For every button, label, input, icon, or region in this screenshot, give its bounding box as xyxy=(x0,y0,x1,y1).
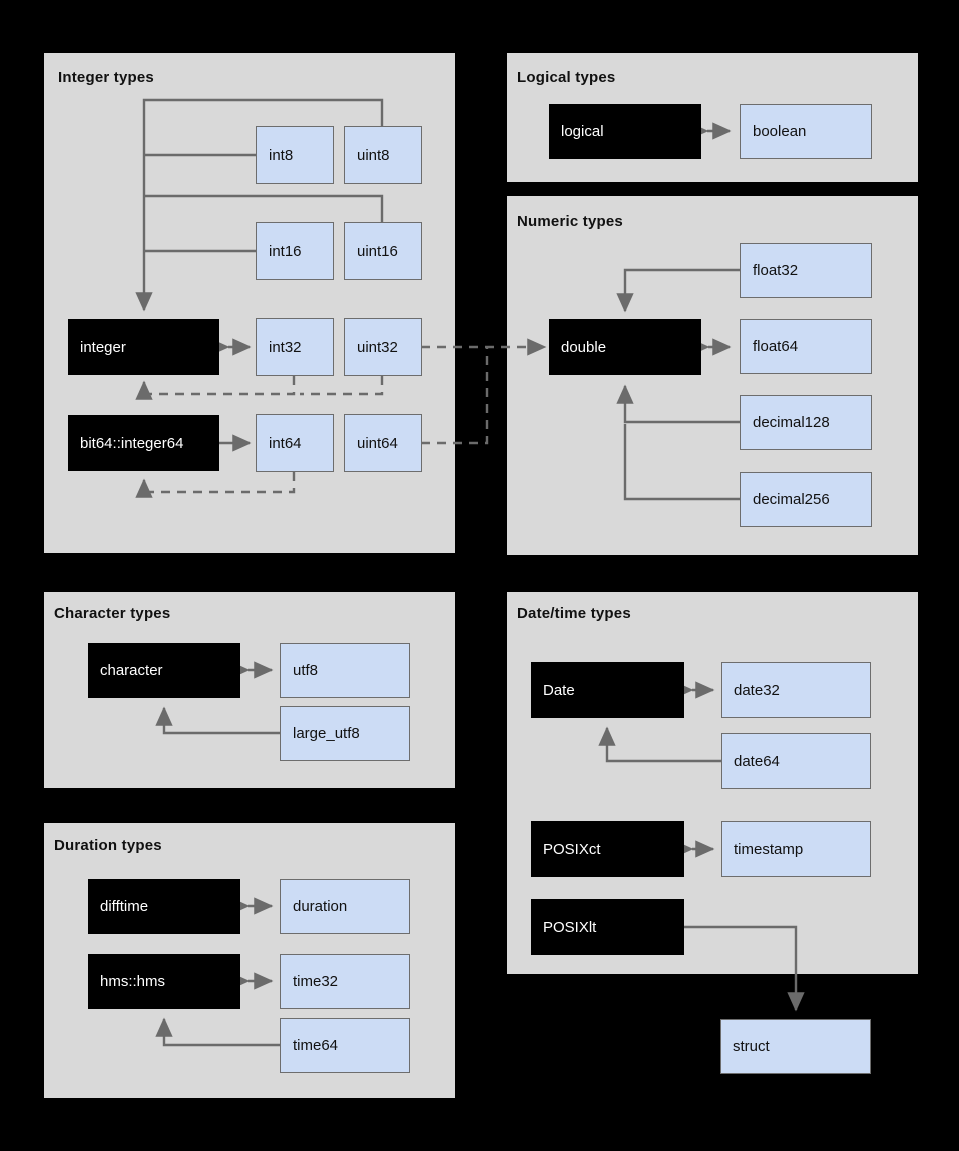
node-decimal128[interactable]: decimal128 xyxy=(740,395,872,450)
node-character[interactable]: character xyxy=(88,643,240,698)
node-date32[interactable]: date32 xyxy=(721,662,871,718)
node-int8[interactable]: int8 xyxy=(256,126,334,184)
node-uint16[interactable]: uint16 xyxy=(344,222,422,280)
node-uint32[interactable]: uint32 xyxy=(344,318,422,376)
node-double[interactable]: double xyxy=(549,319,701,375)
node-hms[interactable]: hms::hms xyxy=(88,954,240,1009)
panel-title-datetime: Date/time types xyxy=(517,605,631,622)
panel-title-numeric: Numeric types xyxy=(517,213,623,230)
node-uint64[interactable]: uint64 xyxy=(344,414,422,472)
node-timestamp[interactable]: timestamp xyxy=(721,821,871,877)
node-large-utf8[interactable]: large_utf8 xyxy=(280,706,410,761)
node-float64[interactable]: float64 xyxy=(740,319,872,374)
node-decimal256[interactable]: decimal256 xyxy=(740,472,872,527)
node-difftime[interactable]: difftime xyxy=(88,879,240,934)
node-posixlt[interactable]: POSIXlt xyxy=(531,899,684,955)
panel-title-duration: Duration types xyxy=(54,837,162,854)
node-duration[interactable]: duration xyxy=(280,879,410,934)
node-integer[interactable]: integer xyxy=(68,319,219,375)
node-logical[interactable]: logical xyxy=(549,104,701,159)
node-posixct[interactable]: POSIXct xyxy=(531,821,684,877)
node-utf8[interactable]: utf8 xyxy=(280,643,410,698)
node-time64[interactable]: time64 xyxy=(280,1018,410,1073)
node-struct[interactable]: struct xyxy=(720,1019,871,1074)
node-int32[interactable]: int32 xyxy=(256,318,334,376)
node-int16[interactable]: int16 xyxy=(256,222,334,280)
node-date[interactable]: Date xyxy=(531,662,684,718)
node-bit64-integer64[interactable]: bit64::integer64 xyxy=(68,415,219,471)
panel-title-logical: Logical types xyxy=(517,69,616,86)
node-float32[interactable]: float32 xyxy=(740,243,872,298)
node-time32[interactable]: time32 xyxy=(280,954,410,1009)
node-uint8[interactable]: uint8 xyxy=(344,126,422,184)
node-boolean[interactable]: boolean xyxy=(740,104,872,159)
panel-title-character: Character types xyxy=(54,605,171,622)
node-int64[interactable]: int64 xyxy=(256,414,334,472)
panel-title-integer: Integer types xyxy=(58,69,154,86)
node-date64[interactable]: date64 xyxy=(721,733,871,789)
